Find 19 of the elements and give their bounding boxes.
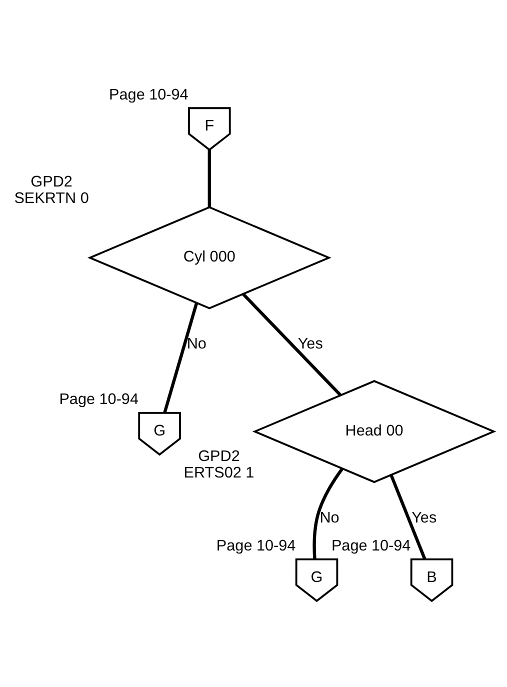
connector: [312, 467, 344, 559]
node-label: Page 10-94: [331, 537, 411, 554]
node-label: Page 10-94: [216, 537, 296, 554]
node-label: Page 10-94: [59, 390, 138, 408]
edge-label: Yes: [298, 335, 323, 352]
edge-label: No: [320, 508, 340, 526]
node-diamond: Head 00: [252, 380, 496, 483]
connector: [163, 302, 198, 413]
node-label: SEKRTN 0: [14, 189, 89, 206]
node-label: GPD2: [198, 448, 240, 465]
node-label: ERTS02 1: [184, 464, 254, 482]
connector: [242, 292, 342, 396]
edge-label: Yes: [412, 508, 437, 526]
connector: [208, 149, 211, 206]
node-diamond: Cyl 000: [87, 206, 332, 309]
node-label: Page 10-94: [109, 86, 188, 103]
edge-label: No: [186, 335, 206, 352]
connector: [390, 474, 426, 560]
node-label: GPD2: [30, 172, 72, 190]
